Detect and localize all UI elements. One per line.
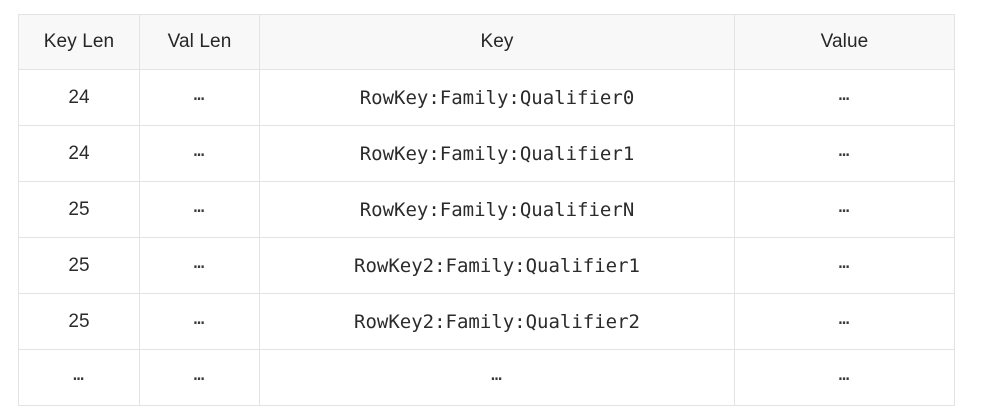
ellipsis-glyph: …: [838, 139, 851, 161]
cell-value: …: [734, 181, 955, 238]
ellipsis-glyph: …: [193, 83, 206, 105]
cell-value: …: [734, 125, 955, 182]
ellipsis-glyph: …: [491, 363, 503, 385]
cell-value: …: [734, 237, 955, 294]
cell-key-len: 25: [18, 237, 140, 294]
cell-val-len: …: [139, 237, 260, 294]
table-header: Key Len Val Len Key Value: [18, 14, 955, 70]
ellipsis-glyph: …: [838, 83, 851, 105]
table-body: 24 … RowKey:Family:Qualifier0 … 24 … Row…: [18, 69, 955, 406]
column-header-value: Value: [734, 14, 955, 70]
ellipsis-glyph: …: [193, 139, 206, 161]
ellipsis-glyph: …: [838, 307, 851, 329]
cell-val-len: …: [139, 293, 260, 350]
ellipsis-glyph: …: [838, 195, 851, 217]
cell-value: …: [734, 349, 955, 406]
cell-key-len: 24: [18, 69, 140, 126]
table-row: 25 … RowKey:Family:QualifierN …: [18, 181, 955, 238]
column-header-key: Key: [259, 14, 735, 70]
table-row: 25 … RowKey2:Family:Qualifier1 …: [18, 237, 955, 294]
column-header-val-len: Val Len: [139, 14, 260, 70]
cell-key: RowKey2:Family:Qualifier1: [259, 237, 735, 294]
table-row: 25 … RowKey2:Family:Qualifier2 …: [18, 293, 955, 350]
ellipsis-glyph: …: [838, 363, 851, 385]
cell-key-len: 24: [18, 125, 140, 182]
ellipsis-glyph: …: [73, 363, 85, 385]
cell-key: …: [259, 349, 735, 406]
cell-key: RowKey:Family:QualifierN: [259, 181, 735, 238]
table-row-ellipsis: … … … …: [18, 349, 955, 406]
cell-val-len: …: [139, 181, 260, 238]
ellipsis-glyph: …: [193, 251, 206, 273]
cell-key-len: 25: [18, 293, 140, 350]
cell-key: RowKey:Family:Qualifier0: [259, 69, 735, 126]
cell-value: …: [734, 69, 955, 126]
cell-key-len: …: [18, 349, 140, 406]
table-header-row: Key Len Val Len Key Value: [18, 14, 955, 70]
ellipsis-glyph: …: [193, 307, 206, 329]
cell-val-len: …: [139, 125, 260, 182]
ellipsis-glyph: …: [838, 251, 851, 273]
table-container: Key Len Val Len Key Value 24 … RowKey:Fa…: [18, 14, 955, 406]
cell-key: RowKey:Family:Qualifier1: [259, 125, 735, 182]
cell-val-len: …: [139, 69, 260, 126]
column-header-key-len: Key Len: [18, 14, 140, 70]
ellipsis-glyph: …: [193, 363, 206, 385]
table-row: 24 … RowKey:Family:Qualifier1 …: [18, 125, 955, 182]
cell-value: …: [734, 293, 955, 350]
cell-val-len: …: [139, 349, 260, 406]
cell-key: RowKey2:Family:Qualifier2: [259, 293, 735, 350]
ellipsis-glyph: …: [193, 195, 206, 217]
cell-key-len: 25: [18, 181, 140, 238]
table-row: 24 … RowKey:Family:Qualifier0 …: [18, 69, 955, 126]
keyvalue-table: Key Len Val Len Key Value 24 … RowKey:Fa…: [18, 14, 955, 406]
